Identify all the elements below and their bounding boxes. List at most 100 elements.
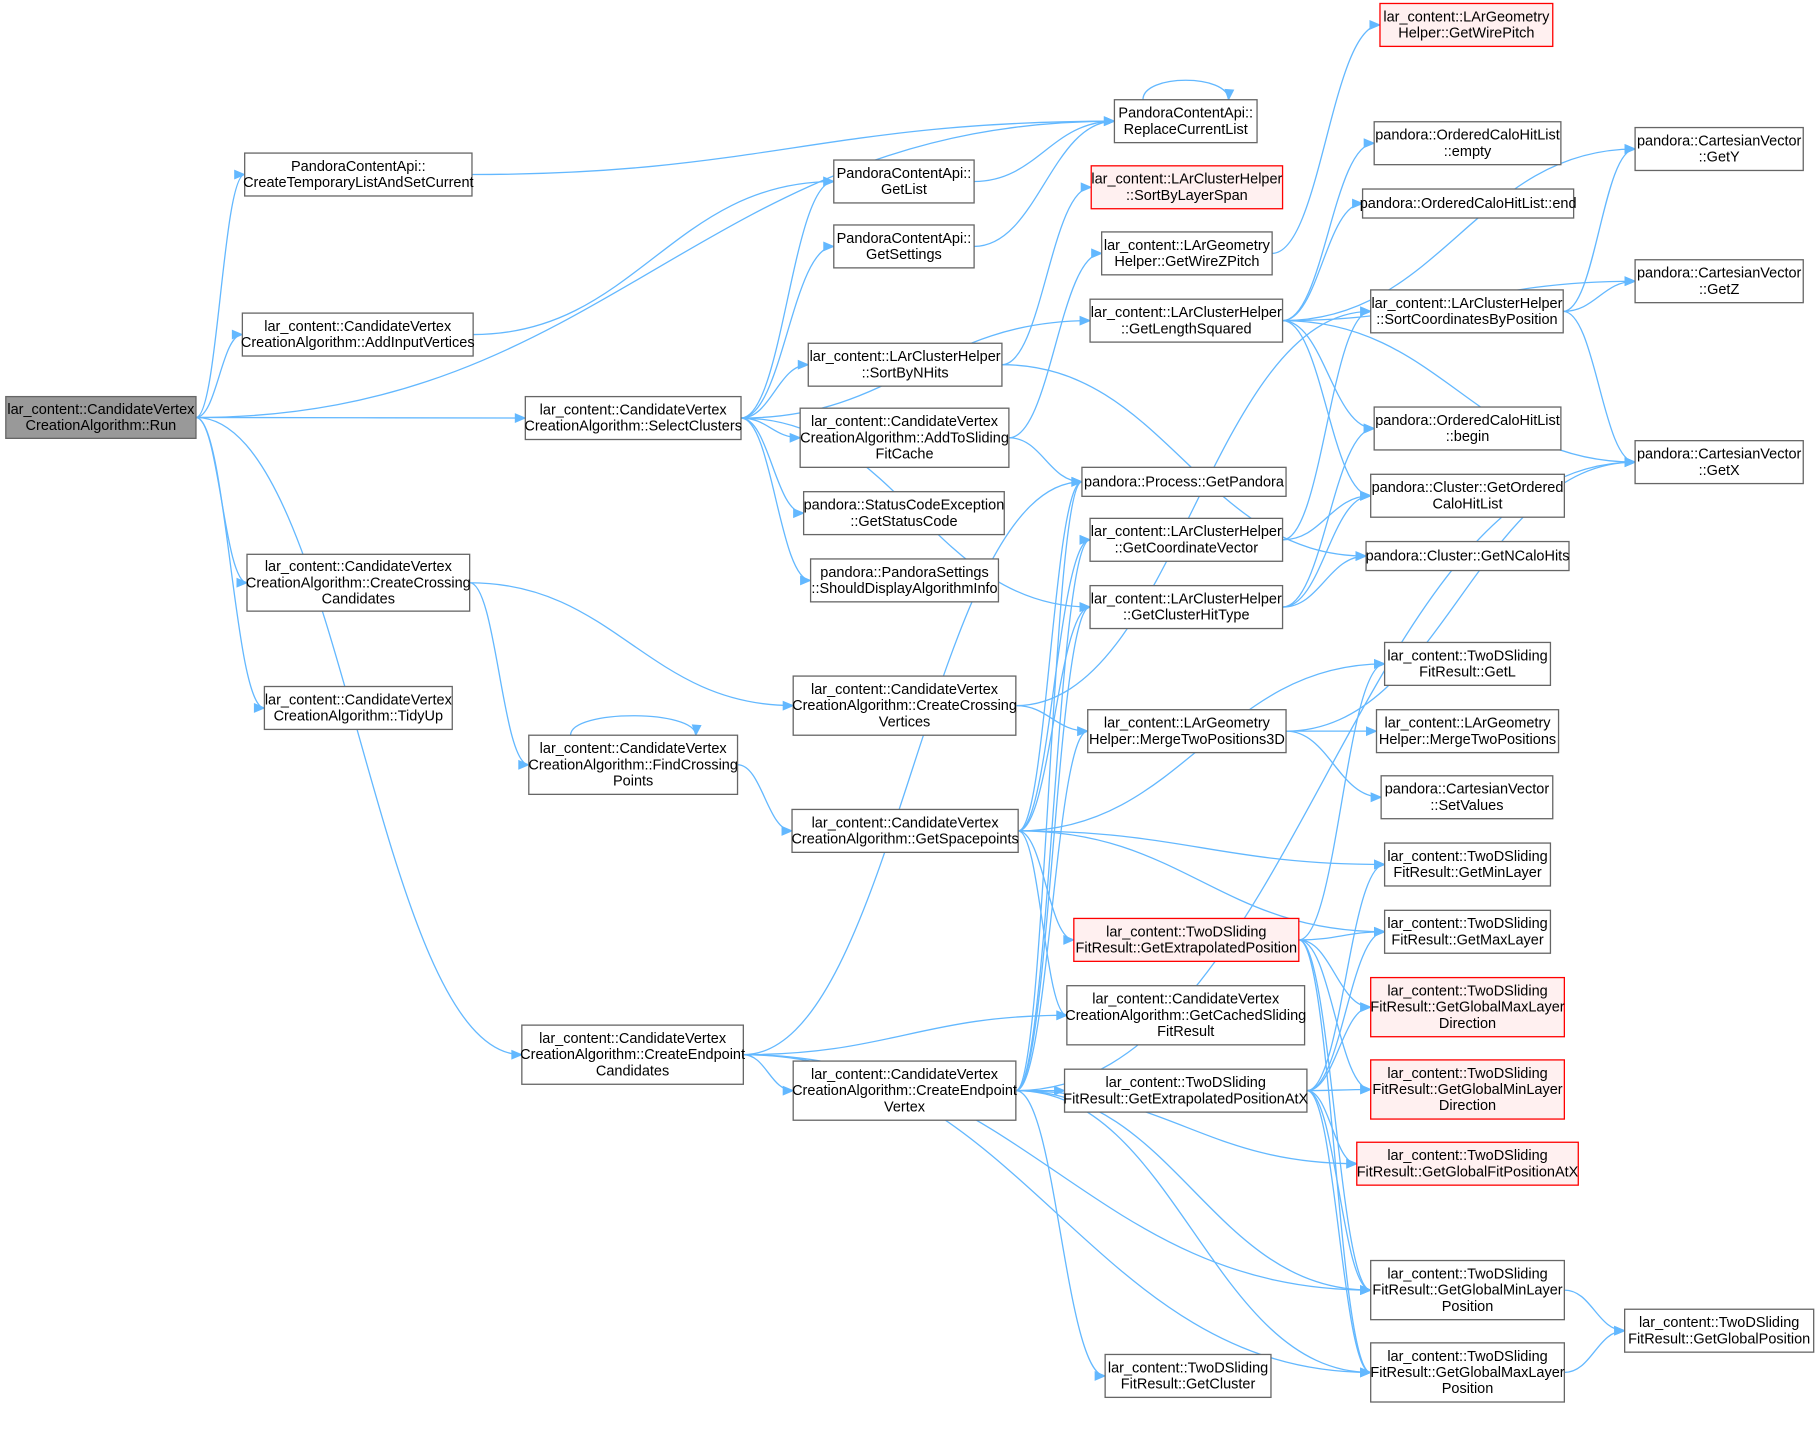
node-findcrossing-box[interactable]: [528, 734, 739, 796]
node-getspacepoints-box[interactable]: [791, 808, 1019, 853]
node-getmaxlayer[interactable]: lar_content::TwoDSlidingFitResult::GetMa…: [1383, 909, 1552, 954]
node-setvalues-box[interactable]: [1380, 775, 1554, 820]
node-getwirepitch[interactable]: lar_content::LArGeometryHelper::GetWireP…: [1379, 2, 1554, 48]
node-getl-box[interactable]: [1383, 641, 1552, 686]
node-mergetwopositions3d[interactable]: lar_content::LArGeometryHelper::MergeTwo…: [1087, 709, 1287, 754]
node-createendpointcand[interactable]: lar_content::CandidateVertexCreationAlgo…: [520, 1024, 745, 1085]
node-selectclusters-box[interactable]: [524, 395, 742, 441]
node-getspacepoints[interactable]: lar_content::CandidateVertexCreationAlgo…: [791, 808, 1019, 853]
node-sortbylayerspan[interactable]: lar_content::LArClusterHelper::SortByLay…: [1090, 165, 1284, 210]
node-addtosliding[interactable]: lar_content::CandidateVertexCreationAlgo…: [799, 407, 1010, 468]
node-getglobalmaxlayerdir-box[interactable]: [1370, 976, 1566, 1038]
node-getglobalmaxlayerpos[interactable]: lar_content::TwoDSlidingFitResult::GetGl…: [1370, 1342, 1566, 1403]
node-getextrapolatedposatx[interactable]: lar_content::TwoDSlidingFitResult::GetEx…: [1063, 1068, 1309, 1113]
node-getz-box[interactable]: [1634, 259, 1804, 304]
node-mergetwopositions[interactable]: lar_content::LArGeometryHelper::MergeTwo…: [1375, 709, 1560, 754]
node-setvalues[interactable]: pandora::CartesianVector::SetValues: [1380, 775, 1554, 820]
node-sortcoordinates-box[interactable]: [1370, 289, 1564, 334]
node-replacecurrent-box[interactable]: [1113, 99, 1258, 144]
node-addinput-box[interactable]: [241, 312, 474, 357]
node-end-box[interactable]: [1361, 188, 1575, 219]
node-getcluster-box[interactable]: [1104, 1353, 1272, 1399]
node-createendpointvert[interactable]: lar_content::CandidateVertexCreationAlgo…: [792, 1060, 1017, 1121]
node-getminlayer[interactable]: lar_content::TwoDSlidingFitResult::GetMi…: [1383, 842, 1552, 887]
node-getx-box[interactable]: [1634, 440, 1804, 485]
node-empty-box[interactable]: [1373, 121, 1562, 166]
node-createcrossingcand-box[interactable]: [246, 553, 471, 612]
node-tidyup-box[interactable]: [263, 685, 453, 731]
node-getcachedsliding[interactable]: lar_content::CandidateVertexCreationAlgo…: [1065, 985, 1306, 1046]
node-createendpointcand-box[interactable]: [521, 1024, 744, 1085]
node-getwirezpitch[interactable]: lar_content::LArGeometryHelper::GetWireZ…: [1101, 231, 1273, 276]
node-getcoordinatevector[interactable]: lar_content::LArClusterHelper::GetCoordi…: [1089, 517, 1284, 562]
node-getpandora-box[interactable]: [1081, 466, 1287, 497]
node-replacecurrent[interactable]: PandoraContentApi::ReplaceCurrentList: [1113, 99, 1258, 144]
node-run[interactable]: lar_content::CandidateVertexCreationAlgo…: [5, 395, 197, 439]
node-mergetwopositions3d-box[interactable]: [1087, 709, 1287, 754]
node-getsettings[interactable]: PandoraContentApi::GetSettings: [833, 224, 975, 269]
node-getlist-box[interactable]: [833, 159, 975, 204]
node-getncalohits-box[interactable]: [1365, 540, 1570, 572]
node-run-box[interactable]: [5, 395, 197, 439]
node-gety-box[interactable]: [1634, 126, 1804, 172]
node-getorderedcalohitlist-box[interactable]: [1370, 473, 1566, 518]
node-getwirezpitch-box[interactable]: [1101, 231, 1273, 276]
node-begin[interactable]: pandora::OrderedCaloHitList::begin: [1373, 406, 1562, 451]
node-mergetwopositions-box[interactable]: [1375, 709, 1560, 754]
node-tidyup[interactable]: lar_content::CandidateVertexCreationAlgo…: [263, 685, 453, 731]
node-empty[interactable]: pandora::OrderedCaloHitList::empty: [1373, 121, 1562, 166]
node-begin-box[interactable]: [1373, 406, 1562, 451]
node-sortbylayerspan-box[interactable]: [1090, 165, 1284, 210]
node-getglobalminlayerpos-box[interactable]: [1370, 1259, 1566, 1321]
node-shoulddisplay-box[interactable]: [809, 558, 1000, 603]
node-gety[interactable]: pandora::CartesianVector::GetY: [1634, 126, 1804, 172]
node-shoulddisplay[interactable]: pandora::PandoraSettings::ShouldDisplayA…: [809, 558, 1000, 603]
node-getncalohits[interactable]: pandora::Cluster::GetNCaloHits: [1365, 540, 1570, 572]
node-getwirepitch-box[interactable]: [1379, 2, 1554, 48]
node-getstatuscode[interactable]: pandora::StatusCodeException::GetStatusC…: [802, 491, 1005, 536]
node-addinput[interactable]: lar_content::CandidateVertexCreationAlgo…: [241, 312, 475, 357]
node-getglobalposition-box[interactable]: [1624, 1308, 1815, 1353]
node-getlist[interactable]: PandoraContentApi::GetList: [833, 159, 975, 204]
node-getglobalposition[interactable]: lar_content::TwoDSlidingFitResult::GetGl…: [1624, 1308, 1815, 1353]
node-getglobalminlayerpos[interactable]: lar_content::TwoDSlidingFitResult::GetGl…: [1370, 1259, 1566, 1321]
node-selectclusters[interactable]: lar_content::CandidateVertexCreationAlgo…: [524, 395, 742, 441]
node-getglobalminlayerdir[interactable]: lar_content::TwoDSlidingFitResult::GetGl…: [1370, 1059, 1566, 1120]
node-sortbynhits[interactable]: lar_content::LArClusterHelper::SortByNHi…: [807, 342, 1003, 387]
node-createendpointvert-box[interactable]: [792, 1060, 1017, 1121]
node-getglobalmaxlayerpos-box[interactable]: [1370, 1342, 1566, 1403]
node-getsettings-box[interactable]: [833, 224, 975, 269]
node-getz[interactable]: pandora::CartesianVector::GetZ: [1634, 259, 1804, 304]
node-addtosliding-box[interactable]: [799, 407, 1010, 468]
node-end[interactable]: pandora::OrderedCaloHitList::end: [1360, 188, 1577, 219]
node-getpandora[interactable]: pandora::Process::GetPandora: [1081, 466, 1287, 497]
node-getlengthsquared-box[interactable]: [1089, 298, 1284, 343]
node-getclusterhittype-box[interactable]: [1089, 584, 1284, 630]
node-getextrapolatedpos[interactable]: lar_content::TwoDSlidingFitResult::GetEx…: [1073, 917, 1300, 962]
node-getextrapolatedpos-box[interactable]: [1073, 917, 1300, 962]
node-getclusterhittype[interactable]: lar_content::LArClusterHelper::GetCluste…: [1089, 584, 1284, 630]
node-getmaxlayer-box[interactable]: [1383, 909, 1552, 954]
node-getcluster[interactable]: lar_content::TwoDSlidingFitResult::GetCl…: [1104, 1353, 1272, 1399]
node-findcrossing[interactable]: lar_content::CandidateVertexCreationAlgo…: [528, 734, 739, 796]
node-getx[interactable]: pandora::CartesianVector::GetX: [1634, 440, 1804, 485]
node-createcrossingcand[interactable]: lar_content::CandidateVertexCreationAlgo…: [246, 553, 471, 612]
node-getcachedsliding-box[interactable]: [1066, 985, 1306, 1046]
node-sortcoordinates[interactable]: lar_content::LArClusterHelper::SortCoord…: [1370, 289, 1564, 334]
node-sortbynhits-box[interactable]: [807, 342, 1003, 387]
node-getglobalfitposatx[interactable]: lar_content::TwoDSlidingFitResult::GetGl…: [1356, 1141, 1579, 1186]
node-getextrapolatedposatx-box[interactable]: [1063, 1068, 1308, 1113]
node-getminlayer-box[interactable]: [1383, 842, 1552, 887]
node-getglobalfitposatx-box[interactable]: [1356, 1141, 1579, 1186]
node-getglobalminlayerdir-box[interactable]: [1370, 1059, 1566, 1120]
node-getglobalmaxlayerdir[interactable]: lar_content::TwoDSlidingFitResult::GetGl…: [1370, 976, 1566, 1038]
node-createtemp[interactable]: PandoraContentApi::CreateTemporaryListAn…: [243, 152, 474, 197]
node-getlengthsquared[interactable]: lar_content::LArClusterHelper::GetLength…: [1089, 298, 1284, 343]
node-createcrossingvert-box[interactable]: [792, 675, 1017, 736]
node-createcrossingvert[interactable]: lar_content::CandidateVertexCreationAlgo…: [792, 675, 1017, 736]
node-getcoordinatevector-box[interactable]: [1089, 517, 1284, 562]
node-createtemp-box[interactable]: [244, 152, 473, 197]
node-getstatuscode-box[interactable]: [802, 491, 1005, 536]
